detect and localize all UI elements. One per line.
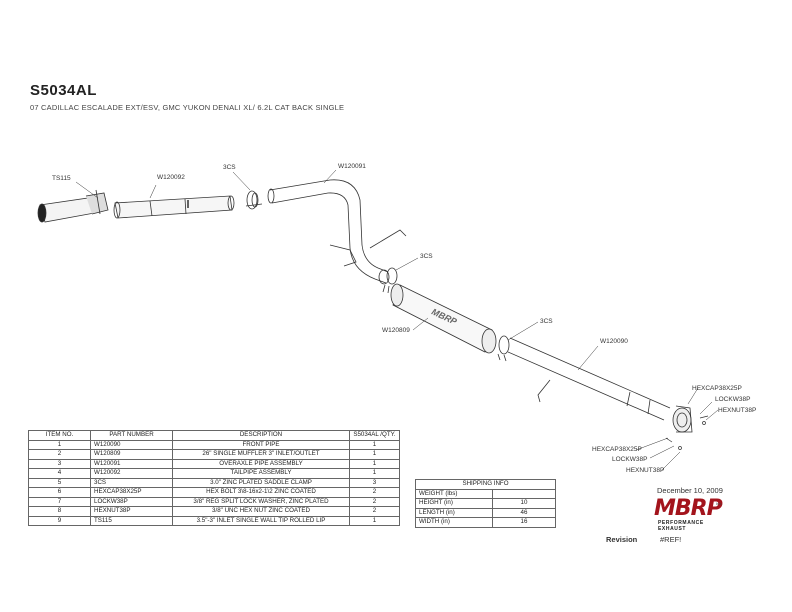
bom-qty: 1	[349, 515, 400, 526]
logo-wordmark: MBRP	[654, 496, 723, 521]
overaxle-pipe-w120091	[267, 179, 407, 285]
hardware-bolts	[665, 415, 709, 450]
clamp-right	[497, 335, 510, 362]
leader-lines	[75, 169, 719, 471]
callout-clamp-right: 3CS	[540, 318, 553, 325]
callout-clamp-top: 3CS	[223, 164, 236, 171]
vehicle-description: 07 CADILLAC ESCALADE EXT/ESV, GMC YUKON …	[30, 103, 345, 112]
bom-item: 1	[28, 439, 91, 450]
revision-value: #REF!	[660, 535, 682, 544]
bom-qty: 3	[349, 477, 400, 488]
table-row: WEIGHT (lbs)	[415, 488, 556, 499]
shipping-label: WIDTH (in)	[415, 517, 493, 528]
revision-label: Revision	[606, 535, 638, 544]
logo-tagline: PERFORMANCE EXHAUST	[658, 520, 704, 532]
clamp-mid	[382, 267, 398, 294]
callout-lockwasher-lower: LOCKW38P	[612, 456, 648, 463]
bom-desc: 3/8" UNC HEX NUT ZINC COATED	[172, 506, 350, 517]
bom-header-qty: S5034AL /QTY.	[349, 430, 400, 441]
bom-qty: 1	[349, 449, 400, 460]
bom-qty: 2	[349, 487, 400, 498]
bom-desc: TAILPIPE ASSEMBLY	[172, 468, 350, 479]
shipping-info-table: SHIPPING INFO WEIGHT (lbs) HEIGHT (in)10…	[415, 479, 556, 528]
callout-hexcap-lower: HEXCAP38X25P	[592, 446, 642, 453]
bom-desc: 3.5"-3" INLET SINGLE WALL TIP ROLLED LIP	[172, 515, 350, 526]
bom-part: W120809	[90, 449, 173, 460]
clamp-top	[245, 190, 263, 210]
bom-part: TS115	[90, 515, 173, 526]
bom-part: W120092	[90, 468, 173, 479]
bom-item: 3	[28, 458, 91, 469]
callout-w120090: W120090	[600, 338, 628, 345]
shipping-label: HEIGHT (in)	[415, 498, 493, 509]
bom-qty: 1	[349, 468, 400, 479]
bom-part: W120091	[90, 458, 173, 469]
tip-ts115	[37, 189, 109, 223]
bom-item: 4	[28, 468, 91, 479]
bom-header-row: ITEM NO. PART NUMBER DESCRIPTION S5034AL…	[28, 430, 400, 441]
table-row: HEIGHT (in)10	[415, 498, 556, 509]
drawing-date: December 10, 2009	[657, 486, 723, 495]
bom-item: 8	[28, 506, 91, 517]
bom-part: HEXNUT38P	[90, 506, 173, 517]
bom-desc: 3/8" REG SPLIT LOCK WASHER, ZINC PLATED	[172, 496, 350, 507]
callout-w120092: W120092	[157, 174, 185, 181]
bom-header-description: DESCRIPTION	[172, 430, 350, 441]
bill-of-materials-table: ITEM NO. PART NUMBER DESCRIPTION S5034AL…	[28, 430, 400, 526]
bom-header-part: PART NUMBER	[90, 430, 173, 441]
bom-part: 3CS	[90, 477, 173, 488]
bom-item: 9	[28, 515, 91, 526]
callout-w120809: W120809	[382, 327, 410, 334]
shipping-header: SHIPPING INFO	[415, 479, 556, 490]
bom-item: 7	[28, 496, 91, 507]
bom-desc: HEX BOLT 3\8-16x2-1\2 ZINC COATED	[172, 487, 350, 498]
bom-item: 2	[28, 449, 91, 460]
part-number-title: S5034AL	[30, 82, 97, 99]
callout-hexcap-upper: HEXCAP38X25P	[692, 385, 742, 392]
bom-part: HEXCAP38X25P	[90, 487, 173, 498]
bom-desc: 26" SINGLE MUFFLER 3" INLET/OUTLET	[172, 449, 350, 460]
callout-hexnut-lower: HEXNUT38P	[626, 467, 665, 474]
bom-qty: 1	[349, 439, 400, 450]
bom-desc: 3.0" ZINC PLATED SADDLE CLAMP	[172, 477, 350, 488]
table-row: LENGTH (in)46	[415, 507, 556, 518]
logo-inc: Inc.	[716, 501, 723, 506]
shipping-label: LENGTH (in)	[415, 507, 493, 518]
bom-qty: 2	[349, 496, 400, 507]
table-row: WIDTH (in)16	[415, 517, 556, 528]
bom-item: 6	[28, 487, 91, 498]
callout-ts115: TS115	[52, 175, 71, 182]
shipping-value: 46	[492, 507, 556, 518]
callout-hexnut-upper: HEXNUT38P	[718, 407, 757, 414]
bom-part: W120090	[90, 439, 173, 450]
tailpipe-w120092	[113, 195, 235, 219]
shipping-value: 16	[492, 517, 556, 528]
callout-w120091: W120091	[338, 163, 366, 170]
bom-item: 5	[28, 477, 91, 488]
bom-qty: 2	[349, 506, 400, 517]
shipping-value	[492, 488, 556, 499]
mbrp-logo: MBRP Inc. PERFORMANCE EXHAUST	[654, 496, 732, 533]
shipping-value: 10	[492, 498, 556, 509]
bom-desc: OVERAXLE PIPE ASSEMBLY	[172, 458, 350, 469]
bom-part: LOCKW38P	[90, 496, 173, 507]
muffler-w120809: MBRP	[390, 283, 497, 354]
bom-header-item: ITEM NO.	[28, 430, 91, 441]
bom-desc: FRONT PIPE	[172, 439, 350, 450]
front-pipe-w120090	[507, 337, 693, 433]
callout-lockwasher-upper: LOCKW38P	[715, 396, 751, 403]
callout-clamp-mid: 3CS	[420, 253, 433, 260]
bom-qty: 1	[349, 458, 400, 469]
shipping-label: WEIGHT (lbs)	[415, 488, 493, 499]
